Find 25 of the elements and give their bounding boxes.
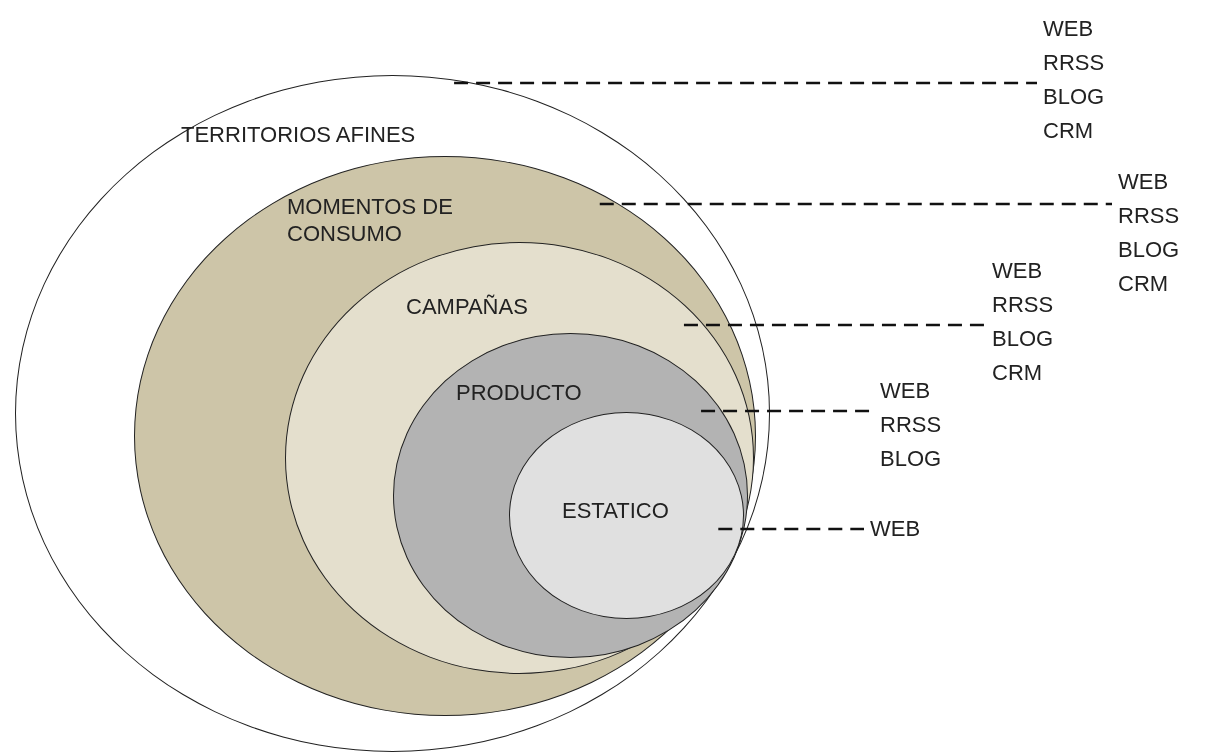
region-label: CAMPAÑAS: [406, 293, 528, 320]
channel-label: CRM: [992, 359, 1043, 387]
leader-line: [683, 323, 986, 327]
channel-label: BLOG: [880, 445, 942, 473]
channel-label: WEB: [1043, 15, 1094, 43]
channel-label: WEB: [992, 257, 1043, 285]
channel-label: WEB: [1118, 168, 1169, 196]
region-label: MOMENTOS DE CONSUMO: [287, 193, 454, 247]
leader-line: [454, 81, 1037, 85]
channel-label: CRM: [1118, 270, 1169, 298]
channel-label: WEB: [870, 515, 921, 543]
channel-label: RRSS: [1043, 49, 1105, 77]
channel-label: RRSS: [992, 291, 1054, 319]
channel-label: BLOG: [992, 325, 1054, 353]
channel-label: BLOG: [1043, 83, 1105, 111]
region-label: TERRITORIOS AFINES: [181, 121, 416, 148]
channel-label: BLOG: [1118, 236, 1180, 264]
leader-line: [718, 527, 864, 531]
region-label: ESTATICO: [562, 497, 669, 524]
channel-label: RRSS: [1118, 202, 1180, 230]
channel-label: CRM: [1043, 117, 1094, 145]
channel-label: RRSS: [880, 411, 942, 439]
region-label: PRODUCTO: [456, 379, 582, 406]
leader-line: [599, 202, 1112, 206]
channel-label: WEB: [880, 377, 931, 405]
